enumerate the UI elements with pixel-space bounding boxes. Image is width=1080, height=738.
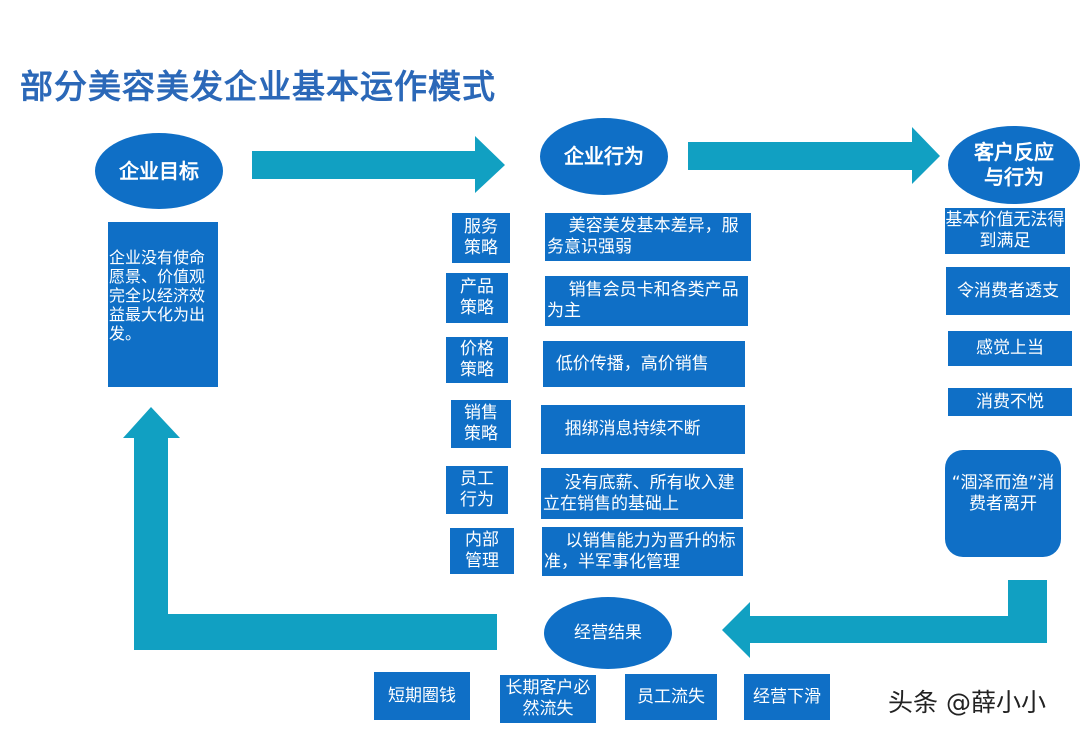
strategy-label: 服务 策略 [452, 213, 510, 263]
strategy-description: 美容美发基本差异，服务意识强弱 [545, 213, 751, 261]
arrow-result-to-goal [123, 407, 497, 650]
strategy-description: 以销售能力为晋升的标准，半军事化管理 [542, 527, 743, 576]
outcome-item: 员工流失 [625, 674, 717, 720]
strategy-label: 价格 策略 [446, 337, 508, 383]
strategy-label: 产品 策略 [446, 273, 508, 323]
strategy-description: 没有底薪、所有收入建立在销售的基础上 [541, 468, 743, 519]
strategy-description: 捆绑消息持续不断 [541, 405, 745, 454]
customer-reaction-item: 令消费者透支 [946, 267, 1070, 315]
node-enterprise-goal: 企业目标 [95, 133, 223, 209]
customer-reaction-item: 感觉上当 [948, 331, 1072, 366]
strategy-label: 员工 行为 [446, 466, 508, 514]
customer-reaction-item: “涸泽而渔”消费者离开 [945, 450, 1061, 557]
node-business-result: 经营结果 [544, 597, 672, 669]
arrow-customer-to-result [722, 580, 1047, 658]
strategy-label: 内部 管理 [450, 528, 514, 574]
page-title: 部分美容美发企业基本运作模式 [20, 67, 496, 106]
strategy-label: 销售 策略 [451, 400, 511, 448]
outcome-item: 长期客户必然流失 [500, 675, 596, 723]
arrow-behavior-to-customer [688, 127, 940, 184]
customer-reaction-item: 基本价值无法得到满足 [945, 208, 1065, 254]
watermark: 头条 @薛小小 [888, 688, 1046, 717]
outcome-item: 经营下滑 [744, 674, 830, 720]
arrow-goal-to-behavior [252, 136, 505, 193]
node-enterprise-behavior: 企业行为 [540, 118, 668, 195]
node-customer-reaction: 客户反应 与行为 [948, 126, 1080, 204]
strategy-description: 低价传播，高价销售 [543, 341, 745, 387]
strategy-description: 销售会员卡和各类产品为主 [545, 276, 748, 326]
goal-description: 企业没有使命愿景、价值观完全以经济效益最大化为出发。 [108, 222, 218, 387]
customer-reaction-item: 消费不悦 [948, 388, 1072, 416]
outcome-item: 短期圈钱 [374, 672, 470, 720]
